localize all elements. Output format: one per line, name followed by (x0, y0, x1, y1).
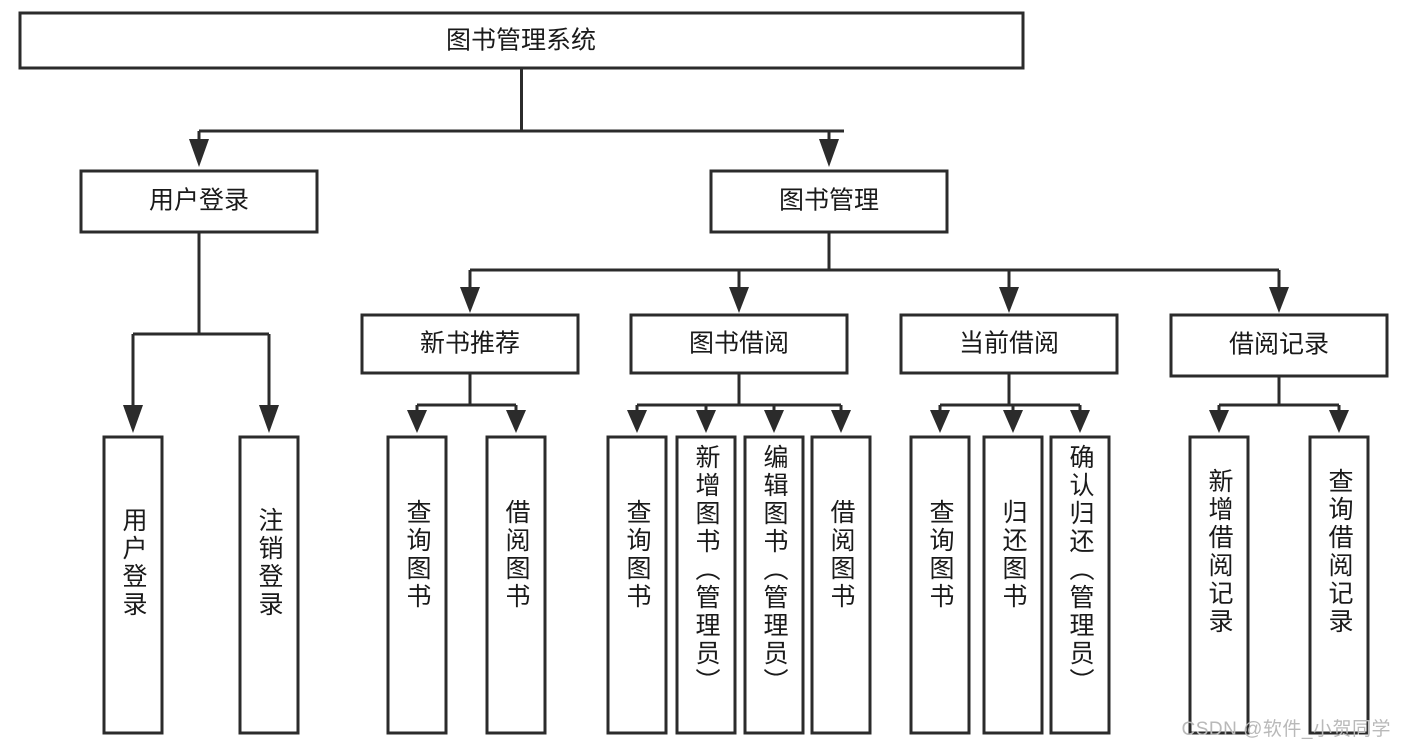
leaf-box-bb-borrow-book[interactable] (810, 435, 872, 735)
arrow-head-icon-nb-leaf2 (506, 410, 526, 433)
arrow-head-icon-bb-leaf1 (627, 410, 647, 433)
arrow-head-icon-cb-leaf2 (1003, 410, 1023, 433)
node-user-login[interactable]: 用户登录 (79, 169, 319, 234)
node-current-borrow[interactable]: 当前借阅 (899, 313, 1119, 375)
connector-group-current-borrow (930, 373, 1090, 433)
arrow-head-icon-borrow-record (1269, 287, 1289, 313)
leaf-box-user-login[interactable] (102, 435, 164, 735)
leaf-box-cb-return-book[interactable] (982, 435, 1044, 735)
arrow-head-icon-user-login (189, 139, 209, 167)
connector-group-user-login (123, 232, 279, 433)
node-book-borrow-box[interactable] (629, 313, 849, 375)
node-user-login-label: 用户登录 (149, 187, 249, 215)
node-borrow-record[interactable]: 借阅记录 (1169, 313, 1389, 378)
leaf-box-br-add-record[interactable] (1188, 435, 1250, 735)
arrow-head-icon-leaf-user-login (123, 405, 143, 433)
leaf-box-group (102, 435, 1370, 735)
node-new-book-recommend-box[interactable] (360, 313, 580, 375)
node-book-borrow[interactable]: 图书借阅 (629, 313, 849, 375)
arrow-head-icon-cb-leaf3 (1070, 410, 1090, 433)
arrow-head-icon-cb-leaf1 (930, 410, 950, 433)
node-book-borrow-label: 图书借阅 (689, 330, 789, 358)
csdn-watermark: CSDN @软件_小贺同学 (1181, 719, 1391, 740)
connector-group-root (189, 68, 844, 167)
node-new-book-recommend[interactable]: 新书推荐 (360, 313, 580, 375)
leaf-box-cb-confirm[interactable] (1049, 435, 1111, 735)
leaf-box-bb-add-book[interactable] (675, 435, 737, 735)
node-current-borrow-label: 当前借阅 (959, 330, 1059, 358)
arrow-head-icon-bb-leaf2 (696, 410, 716, 433)
leaf-box-bb-edit-book[interactable] (743, 435, 805, 735)
leaf-box-nb-query-book[interactable] (386, 435, 448, 735)
arrow-head-icon-bb-leaf4 (831, 410, 851, 433)
arrow-head-icon-book-manage (819, 139, 839, 167)
leaf-box-bb-query-book[interactable] (606, 435, 668, 735)
node-root-system-label: 图书管理系统 (446, 27, 596, 55)
leaf-box-cb-query-book[interactable] (909, 435, 971, 735)
node-borrow-record-label: 借阅记录 (1229, 331, 1329, 359)
arrow-head-icon-new-book (460, 287, 480, 313)
arrow-head-icon-bb-leaf3 (764, 410, 784, 433)
arrow-head-icon-book-borrow (729, 287, 749, 313)
arrow-head-icon-leaf-logout (259, 405, 279, 433)
node-user-login-box[interactable] (79, 169, 319, 234)
connector-group-book-borrow (627, 373, 851, 433)
connector-group-new-book (407, 373, 526, 433)
node-current-borrow-box[interactable] (899, 313, 1119, 375)
connector-group-borrow-record (1209, 376, 1349, 433)
arrow-head-icon-br-leaf2 (1329, 410, 1349, 433)
node-book-manage-box[interactable] (709, 169, 949, 234)
node-root-system[interactable]: 图书管理系统 (18, 11, 1025, 70)
leaf-box-logout[interactable] (238, 435, 300, 735)
node-borrow-record-box[interactable] (1169, 313, 1389, 378)
node-new-book-recommend-label: 新书推荐 (420, 330, 520, 358)
arrow-head-icon-nb-leaf1 (407, 410, 427, 433)
arrow-head-icon-br-leaf1 (1209, 410, 1229, 433)
leaf-box-br-query-record[interactable] (1308, 435, 1370, 735)
connector-group-book-manage (460, 232, 1289, 313)
arrow-head-icon-current-borrow (999, 287, 1019, 313)
node-book-manage[interactable]: 图书管理 (709, 169, 949, 234)
leaf-box-nb-borrow-book[interactable] (485, 435, 547, 735)
node-root-system-box[interactable] (18, 11, 1025, 70)
node-book-manage-label: 图书管理 (779, 187, 879, 215)
